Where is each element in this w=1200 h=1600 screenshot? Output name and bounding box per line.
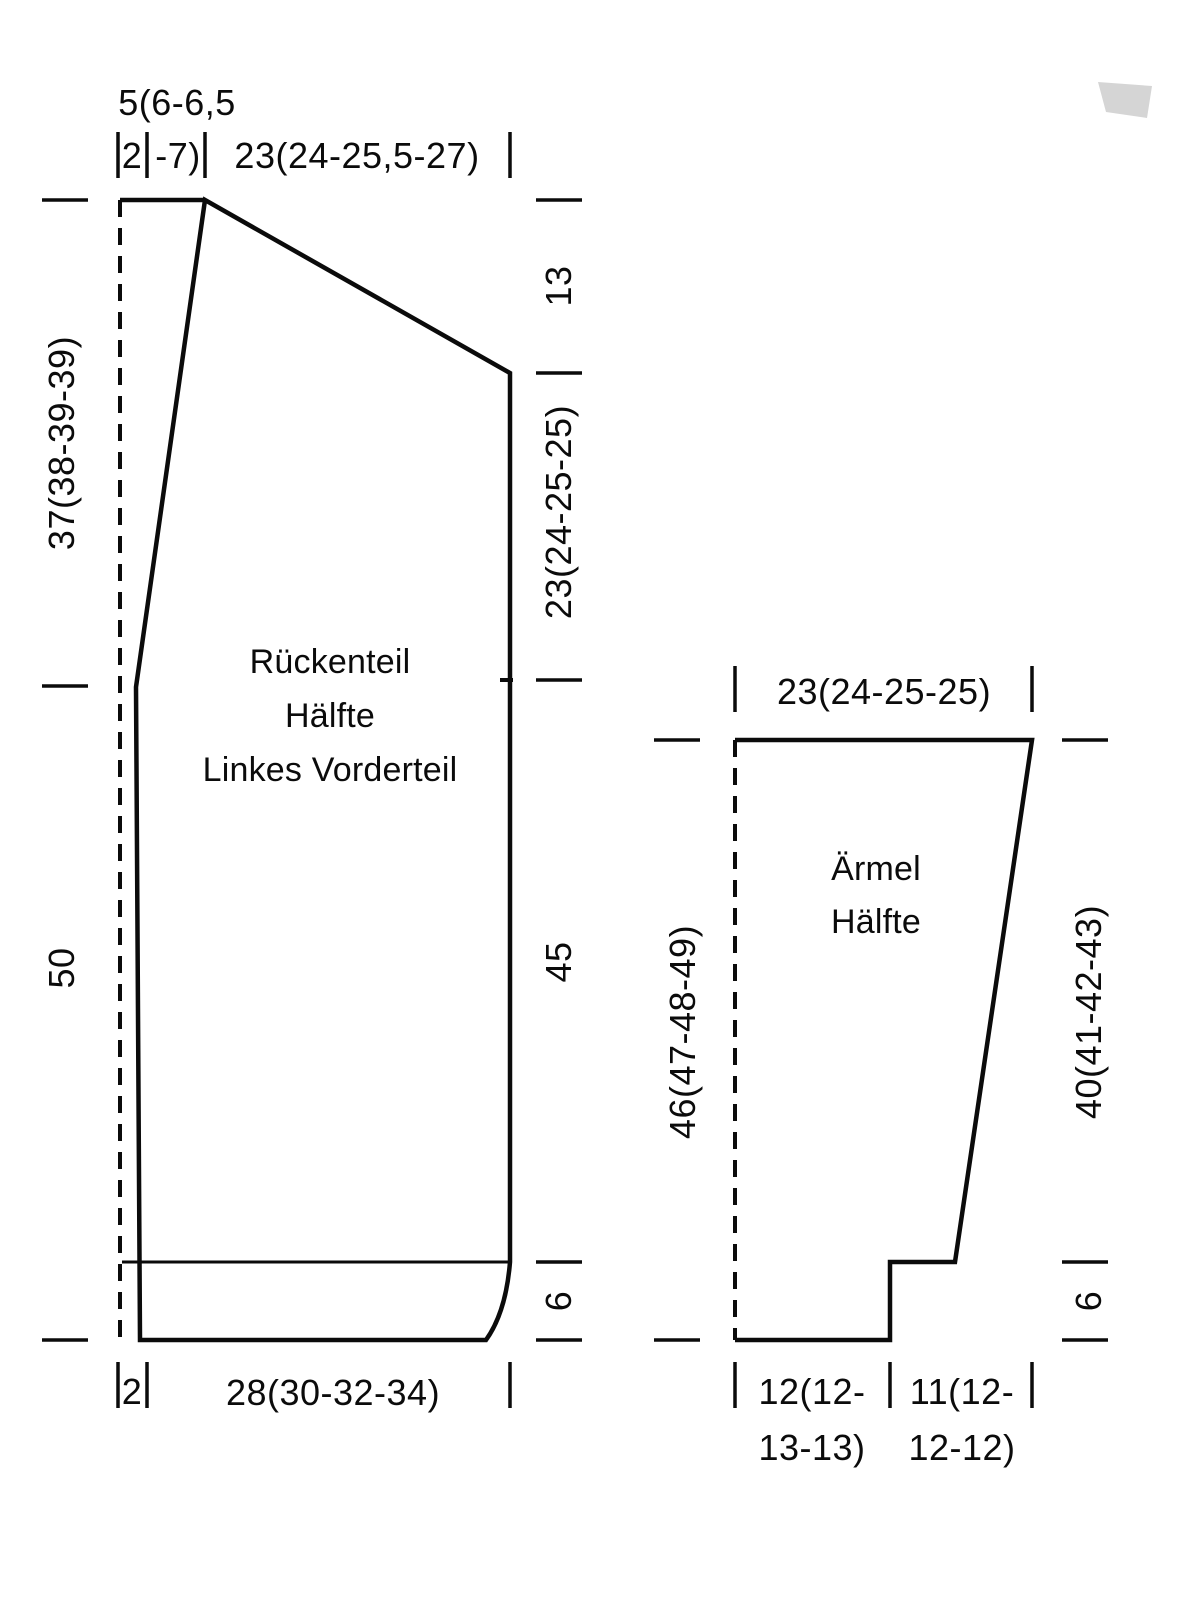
sleeve-bottom-outer-measure-line1: 11(12- xyxy=(909,1371,1015,1412)
sleeve-right-rib-measure: 6 xyxy=(1068,1290,1109,1312)
body-top-width-measure: 23(24-25,5-27) xyxy=(234,135,480,176)
body-top-band-measure: 2 xyxy=(121,135,143,176)
sleeve-right-length-measure: 40(41-42-43) xyxy=(1068,904,1109,1120)
body-top-shoulder-measure-line1: 5(6-6,5 xyxy=(118,82,236,123)
body-right-rib-measure: 6 xyxy=(538,1290,579,1312)
sleeve-tick-marks xyxy=(654,666,1108,1408)
sleeve-piece-outline xyxy=(735,737,1035,1343)
sleeve-left-length-measure: 46(47-48-49) xyxy=(662,924,703,1140)
body-piece-name-line2: Hälfte xyxy=(284,697,376,735)
body-piece-name-line3: Linkes Vorderteil xyxy=(202,751,458,789)
sleeve-bottom-inner-measure-line2: 13-13) xyxy=(758,1427,866,1468)
body-bottom-band-measure: 2 xyxy=(121,1371,143,1412)
sleeve-piece-outline-group xyxy=(733,737,1035,1343)
sleeve-piece-name-line2: Hälfte xyxy=(830,903,922,941)
body-piece-outline-group xyxy=(118,196,513,1343)
body-tick-marks xyxy=(42,132,582,1408)
body-piece-outline xyxy=(133,196,513,1343)
sleeve-top-width-measure: 23(24-25-25) xyxy=(776,671,992,712)
body-right-side-measure: 45 xyxy=(538,941,579,983)
sleeve-piece-name-line1: Ärmel xyxy=(831,850,921,888)
body-left-upper-measure: 37(38-39-39) xyxy=(41,335,82,551)
sleeve-bottom-inner-measure-line1: 12(12- xyxy=(758,1371,866,1412)
body-top-shoulder-measure-line2: -7) xyxy=(155,135,201,176)
body-piece-name-line1: Rückenteil xyxy=(249,643,411,681)
body-right-armhole-measure: 23(24-25-25) xyxy=(538,404,579,620)
body-bottom-width-measure: 28(30-32-34) xyxy=(225,1372,441,1413)
body-right-shoulder-drop-measure: 13 xyxy=(538,265,579,307)
scan-artifact xyxy=(1098,82,1152,118)
body-left-lower-measure: 50 xyxy=(41,947,82,989)
sleeve-bottom-outer-measure-line2: 12-12) xyxy=(908,1427,1016,1468)
